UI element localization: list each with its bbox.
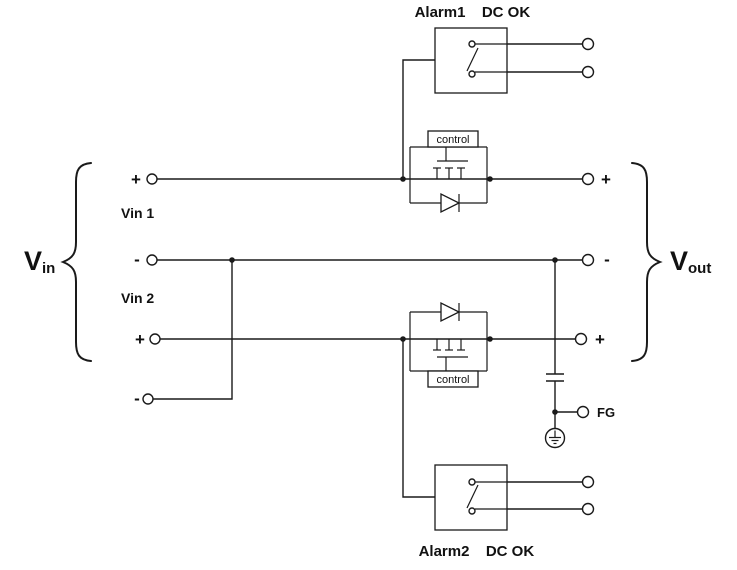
vout-label: Vout <box>670 246 711 277</box>
vin2-minus-sign: - <box>134 389 140 408</box>
curly-brace-right <box>631 162 663 362</box>
vin2-name-label: Vin 2 <box>121 290 154 306</box>
curly-brace-left <box>60 162 92 362</box>
junction-dots <box>229 176 558 415</box>
vin1-plus-sign: + <box>131 170 141 189</box>
terminal-alarm1-b <box>581 65 595 79</box>
capacitor-icon <box>546 373 564 382</box>
alarm2-dcok-label: DC OK <box>486 543 535 560</box>
mosfet-icon <box>433 339 468 371</box>
wires <box>153 43 583 510</box>
terminal-fg <box>576 405 590 419</box>
relay-switch-icon <box>466 40 507 78</box>
alarm2-relay-box <box>434 464 508 531</box>
mosfet-block-bottom: control <box>409 301 488 388</box>
junction-dot <box>487 336 493 342</box>
terminal-vin2-minus <box>142 393 154 405</box>
control-label-bottom: control <box>436 374 469 386</box>
junction-dot <box>229 257 235 263</box>
terminal-vin1-plus <box>146 173 158 185</box>
earth-ground-icon <box>544 427 566 449</box>
labels: Alarm1 DC OK Alarm2 DC OK + - + - + - + … <box>24 4 711 560</box>
vin1-minus-sign: - <box>134 250 140 269</box>
diode-icon <box>440 301 461 323</box>
junction-dot <box>400 336 406 342</box>
junction-dot <box>552 409 558 415</box>
junction-dot <box>487 176 493 182</box>
vin2-plus-sign: + <box>135 330 145 349</box>
alarm1-relay-box <box>434 27 508 94</box>
vout-minus-sign: - <box>604 250 610 269</box>
alarm1-dcok-label: DC OK <box>482 4 531 21</box>
relay-switch-icon <box>466 478 507 515</box>
mosfet-block-top: control <box>409 130 488 214</box>
junction-dot <box>400 176 406 182</box>
fg-label: FG <box>597 405 615 420</box>
terminal-vout-plus-top <box>581 172 595 186</box>
vin1-name-label: Vin 1 <box>121 205 154 221</box>
vin-label: Vin <box>24 246 55 277</box>
diode-icon <box>440 192 461 214</box>
terminals <box>142 37 595 516</box>
vout-plus-top-sign: + <box>601 170 611 189</box>
alarm2-label: Alarm2 <box>419 543 470 560</box>
terminal-alarm2-a <box>581 475 595 489</box>
terminal-alarm1-a <box>581 37 595 51</box>
terminal-vin1-minus <box>146 254 158 266</box>
junction-dot <box>552 257 558 263</box>
vout-plus-bottom-sign: + <box>595 330 605 349</box>
control-box-bottom <box>427 370 479 388</box>
control-box-top <box>427 130 479 148</box>
terminal-alarm2-b <box>581 502 595 516</box>
terminal-vout-minus <box>581 253 595 267</box>
terminal-vin2-plus <box>149 333 161 345</box>
control-label-top: control <box>436 134 469 146</box>
terminal-vout-plus-bottom <box>574 332 588 346</box>
alarm1-label: Alarm1 <box>415 4 466 21</box>
mosfet-icon <box>433 147 468 179</box>
